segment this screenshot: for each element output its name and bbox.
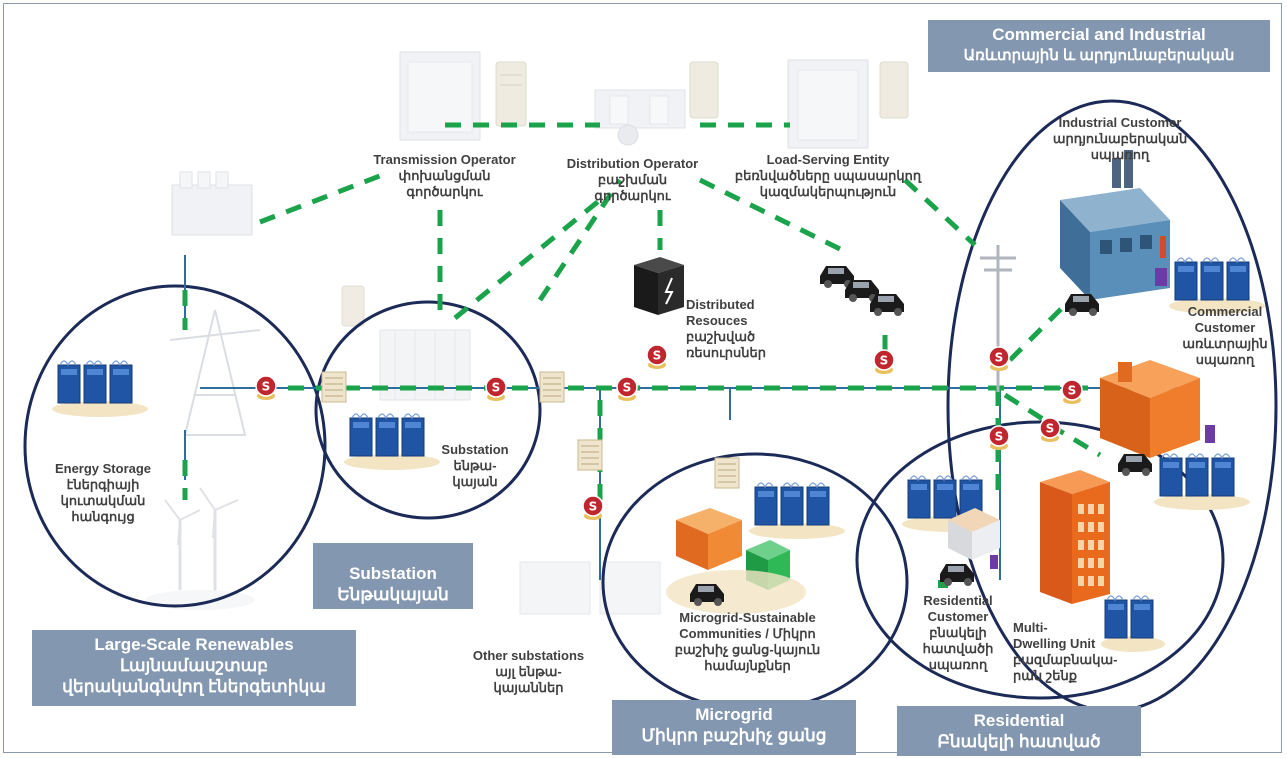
svg-text:S: S — [1046, 422, 1055, 436]
label-substation: Substation ենթա- կայան — [441, 442, 509, 489]
electric-car-icon — [1118, 454, 1152, 476]
label-transmission-operator: Transmission Operator փոխանցման գործարկո… — [373, 152, 516, 199]
banner-residential-title: Residential — [973, 711, 1065, 730]
renewables-circle — [23, 284, 327, 608]
electric-car-icon — [1065, 294, 1099, 316]
label-distribution-operator: Distribution Operator բաշխման գործարկու — [566, 156, 699, 203]
banner-renewables-line3: վերականգնվող էներգետիկա — [62, 677, 326, 696]
svg-text:S: S — [492, 381, 501, 395]
banner-microgrid: Microgrid Միկրո բաշխիչ ցանց — [612, 700, 856, 755]
smart-meter-icon: S — [988, 346, 1010, 371]
banner-microgrid-title: Microgrid — [695, 705, 773, 724]
banner-microgrid-subtitle: Միկրո բաշխիչ ցանց — [641, 726, 827, 745]
svg-text:S: S — [653, 349, 662, 363]
transmission-operator-building-icon — [399, 51, 527, 141]
smart-meter-icon: S — [1039, 417, 1061, 442]
svg-text:S: S — [880, 354, 889, 368]
banner-renewables-line2: Լայնամասշտաբ — [119, 656, 269, 675]
industrial-factory-icon — [1060, 150, 1170, 300]
battery-storage-icon — [344, 413, 440, 470]
multi-dwelling-building-icon — [1040, 470, 1110, 604]
label-residential-customer: Residential Customer բնակելի հատվածի սպա… — [922, 593, 994, 672]
svg-text:S: S — [589, 500, 598, 514]
distribution-operator-building-icon — [594, 61, 719, 146]
electric-car-icon — [820, 266, 854, 288]
commercial-building-icon — [1100, 360, 1215, 458]
communication-links — [182, 122, 1180, 500]
label-industrial-customer: Industrial Customer արդյունաբերական սպառ… — [1052, 115, 1188, 162]
label-commercial-customer: Commercial Customer առևտրային սպառող — [1182, 304, 1268, 367]
load-serving-entity-building-icon — [787, 59, 909, 149]
banner-commercial-subtitle: Առևտրային և արդյունաբերական — [963, 47, 1235, 64]
svg-text:S: S — [262, 380, 271, 394]
label-multi-dwelling-unit: Multi- Dwelling Unit բազմաբնակա- րան շեն… — [1013, 620, 1118, 683]
svg-text:S: S — [995, 351, 1004, 365]
electric-car-icon — [940, 564, 974, 586]
svg-text:S: S — [995, 430, 1004, 444]
smart-meter-icon: S — [1061, 379, 1083, 404]
switchgear-icon — [577, 439, 603, 471]
battery-storage-icon — [1169, 257, 1265, 314]
residential-circle — [855, 420, 1225, 700]
label-energy-storage: Energy Storage էներգիայի կուտակման հանգո… — [54, 461, 152, 524]
smart-meter-icon: S — [255, 375, 277, 400]
switchgear-icon — [321, 371, 347, 403]
banner-renewables: Large-Scale Renewables Լայնամասշտաբ վերա… — [32, 630, 356, 706]
svg-text:S: S — [623, 381, 632, 395]
battery-storage-icon — [1101, 595, 1165, 652]
svg-text:S: S — [1068, 384, 1077, 398]
residential-house-icon — [938, 508, 1000, 588]
electric-car-icon — [870, 294, 904, 316]
label-microgrid-communities: Microgrid-Sustainable Communities / Միկր… — [674, 610, 821, 673]
distributed-resource-icon — [634, 257, 684, 315]
label-distributed-resources: Distributed Resouces բաշխված ռեսուրսներ — [686, 297, 766, 360]
banner-commercial-industrial: Commercial and Industrial Առևտրային և ար… — [928, 20, 1270, 72]
generation-plant-icon — [171, 171, 253, 236]
substation-circle — [314, 300, 542, 520]
smart-meter-icon: S — [873, 349, 895, 374]
banner-residential-subtitle: Բնակելի հատված — [937, 732, 1101, 751]
banner-substation: Substation Ենթակայան — [313, 543, 473, 609]
banner-residential: Residential Բնակելի հատված — [897, 706, 1141, 756]
electric-car-icon — [690, 584, 724, 606]
label-other-substations: Other substations այլ ենթա- կայաններ — [472, 648, 585, 695]
smart-meter-icon: S — [582, 495, 604, 520]
smart-meter-icon: S — [616, 376, 638, 401]
battery-storage-icon — [52, 360, 148, 417]
smart-meter-icon: S — [485, 376, 507, 401]
smart-meter-icon: S — [646, 344, 668, 369]
switchgear-icon — [539, 371, 565, 403]
other-substations-icon — [519, 561, 661, 615]
banner-substation-subtitle: Ենթակայան — [337, 585, 449, 604]
smart-meter-icon: S — [988, 425, 1010, 450]
banner-commercial-title: Commercial and Industrial — [992, 25, 1206, 44]
label-load-serving-entity: Load-Serving Entity բեռնվածները սպասարկո… — [734, 152, 922, 199]
switchgear-icon — [714, 457, 740, 489]
battery-storage-icon — [749, 482, 845, 539]
transmission-tower-icon — [169, 309, 261, 436]
battery-storage-icon — [1154, 453, 1250, 510]
banner-renewables-title: Large-Scale Renewables — [94, 635, 294, 654]
banner-substation-title: Substation — [349, 564, 437, 583]
